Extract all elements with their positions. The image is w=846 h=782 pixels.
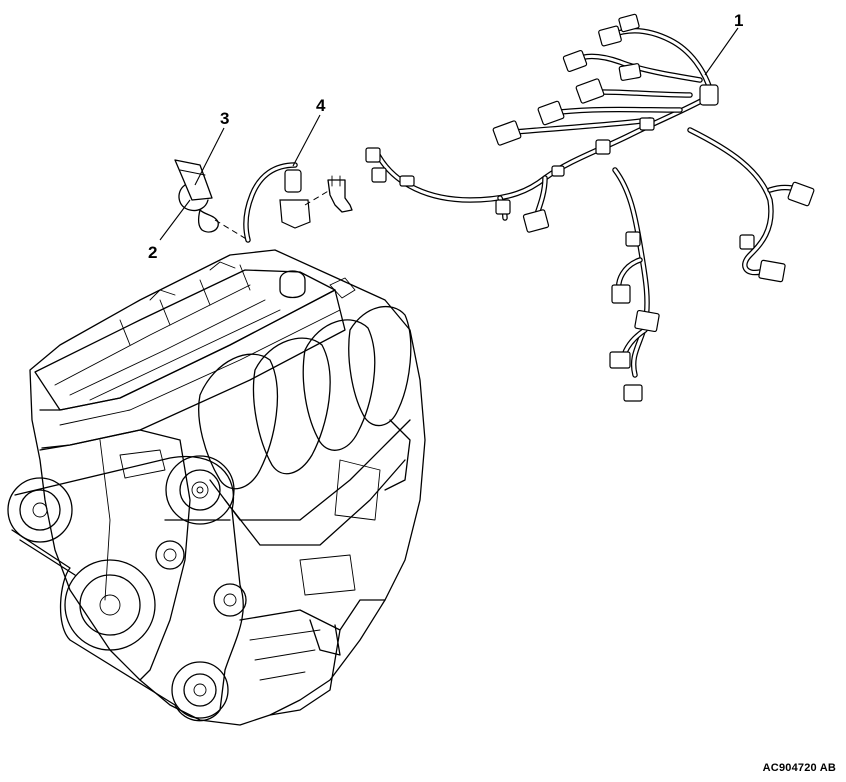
callout-1: 1 bbox=[734, 11, 743, 30]
part-4-hose-assembly bbox=[243, 162, 353, 243]
tensioner-pulley bbox=[155, 540, 247, 617]
leader-line-4 bbox=[292, 114, 321, 167]
engine-assembly bbox=[7, 249, 426, 726]
leader-line-3 bbox=[194, 127, 225, 186]
crank-pulley bbox=[7, 477, 73, 543]
leader-line-2 bbox=[159, 199, 191, 241]
part-2-hose bbox=[174, 159, 213, 201]
alternator-pulley bbox=[64, 559, 156, 651]
harness-connectors bbox=[365, 13, 815, 402]
ac-compressor-pulley bbox=[171, 661, 229, 719]
callout-3: 3 bbox=[220, 109, 229, 128]
leader-line-1 bbox=[704, 27, 739, 76]
idler-pulley bbox=[165, 455, 235, 525]
engine-wiring-harness bbox=[365, 13, 815, 402]
figure-reference-code: AC904720 AB bbox=[762, 762, 836, 774]
callout-2: 2 bbox=[148, 243, 157, 262]
part-3-clamp bbox=[178, 184, 249, 241]
callout-4: 4 bbox=[316, 96, 326, 115]
intake-manifold bbox=[198, 306, 412, 546]
